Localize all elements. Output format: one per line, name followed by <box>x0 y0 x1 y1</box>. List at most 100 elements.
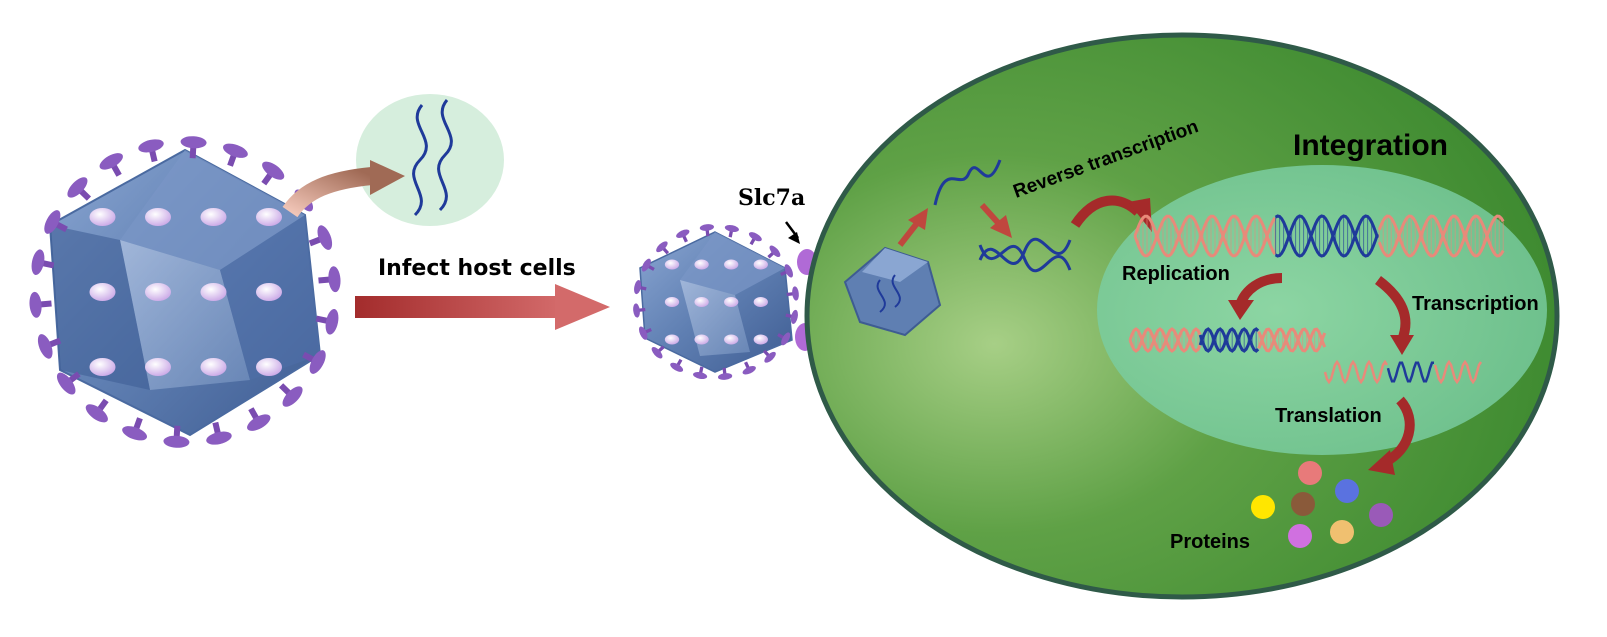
capsid-spike-icon <box>694 259 709 270</box>
protein-icon <box>1330 520 1354 544</box>
protein-icon <box>1251 495 1275 519</box>
capsid-spike-icon <box>777 332 791 346</box>
infect-arrow <box>355 284 610 330</box>
capsid-spike-icon <box>780 264 793 278</box>
capsid-spike-icon <box>753 334 768 345</box>
capsid-spike-icon <box>639 326 652 340</box>
capsid-spike-icon <box>670 358 684 372</box>
capsid-spike-icon <box>786 286 799 301</box>
capsid-spike-icon <box>724 224 739 238</box>
capsid-spike-icon <box>699 224 715 237</box>
capsid-spike-icon <box>693 366 708 380</box>
capsid-spike-icon <box>145 358 171 376</box>
rna-strand <box>933 159 1002 206</box>
integration-label: Integration <box>1293 129 1448 162</box>
transcription-arrowhead <box>1390 335 1414 355</box>
capsid-spike-icon <box>634 280 647 295</box>
capsid-in-cell-icon <box>843 246 942 337</box>
capsid-spike-icon <box>256 283 282 301</box>
cdna-double-helix <box>978 237 1072 273</box>
capsid-spike-icon <box>223 143 248 167</box>
capsid-spike-icon <box>256 208 282 226</box>
transcription-label: Transcription <box>1412 293 1539 315</box>
capsid-spike-icon <box>694 297 709 307</box>
capsid-spike-icon <box>633 303 646 318</box>
capsid-spike-icon <box>753 259 768 270</box>
capsid-spike-icon <box>315 309 339 335</box>
capsid-spike-icon <box>664 259 680 270</box>
capsid-spike-icon <box>785 309 798 324</box>
capsid-spike-icon <box>163 425 190 448</box>
capsid-spike-icon <box>85 398 109 423</box>
capsid-spike-icon <box>145 208 171 226</box>
capsid-spike-icon <box>56 371 81 395</box>
protein-icon <box>1298 461 1322 485</box>
integrated-dna-helix <box>1133 214 1505 258</box>
replicated-dna-helix <box>1128 327 1327 353</box>
capsid-spike-icon <box>89 208 116 226</box>
capsid-spike-icon <box>308 225 333 250</box>
capsid-spike-icon <box>717 367 733 380</box>
release-genome-arrowhead <box>370 160 405 195</box>
capsid-spike-icon <box>656 241 670 255</box>
capsid-spike-icon <box>122 417 147 441</box>
proteins-label: Proteins <box>1170 531 1250 553</box>
capsid-spike-icon <box>200 283 227 301</box>
capsid-spike-icon <box>180 136 207 159</box>
capsid-spike-icon <box>651 345 665 359</box>
capsid-spike-icon <box>89 358 116 376</box>
capsid-spike-icon <box>742 361 756 375</box>
capsid-spike-icon <box>748 232 762 246</box>
capsid-spike-icon <box>138 139 164 163</box>
replication-arrowhead <box>1228 300 1254 320</box>
protein-icon <box>1369 503 1393 527</box>
reverse-transcription-arrow <box>979 202 1012 238</box>
capsid-spike-icon <box>200 208 227 226</box>
capsid-spike-icon <box>694 334 709 345</box>
capsid-spike-icon <box>29 291 52 318</box>
receptor-pointer-arrow <box>785 221 800 244</box>
capsid-spike-icon <box>256 358 282 376</box>
protein-icon <box>1288 524 1312 548</box>
capsid-spike-icon <box>724 297 739 307</box>
capsid-spike-icon <box>200 358 227 376</box>
large-virus-icon <box>29 136 341 448</box>
capsid-spike-icon <box>676 229 690 243</box>
capsid-spike-icon <box>247 407 271 431</box>
capsid-spike-icon <box>206 421 232 445</box>
nucleus <box>1097 165 1547 455</box>
rna-genome-bubble <box>356 94 504 226</box>
capsid-spike-icon <box>44 210 68 234</box>
capsid-spike-icon <box>664 297 680 307</box>
transcription-arrow <box>1374 275 1411 342</box>
translation-label: Translation <box>1275 405 1382 427</box>
capsid-spike-icon <box>261 161 285 186</box>
capsid-spike-icon <box>145 283 171 301</box>
integration-arrowhead <box>1128 198 1152 232</box>
translation-arrowhead <box>1368 450 1395 475</box>
infect-label: Infect host cells <box>378 256 576 281</box>
capsid-spike-icon <box>302 350 326 374</box>
capsid-spike-icon <box>762 349 776 363</box>
release-genome-arrow <box>282 167 373 218</box>
capsid-spike-icon <box>278 383 303 407</box>
capsid-spike-icon <box>664 334 680 345</box>
capsid-spike-icon <box>99 153 123 177</box>
protein-icon <box>1335 479 1359 503</box>
capsid-spike-icon <box>89 283 116 301</box>
capsid-spike-icon <box>318 266 341 293</box>
protein-icon <box>1291 492 1315 516</box>
capsid-spike-icon <box>67 177 92 201</box>
capsid-spike-icon <box>724 334 739 345</box>
uncoating-arrow <box>897 208 928 247</box>
translation-arrow <box>1382 396 1415 467</box>
small-virus-icon <box>633 224 799 380</box>
mrna-strand <box>1323 359 1483 385</box>
capsid-spike-icon <box>37 334 62 359</box>
capsid-spike-icon <box>31 249 55 275</box>
capsid-spike-icon <box>753 297 768 307</box>
replication-label: Replication <box>1122 263 1230 285</box>
capsid-spike-icon <box>641 258 655 272</box>
capsid-spike-icon <box>767 245 781 259</box>
capsid-spike-icon <box>724 259 739 270</box>
